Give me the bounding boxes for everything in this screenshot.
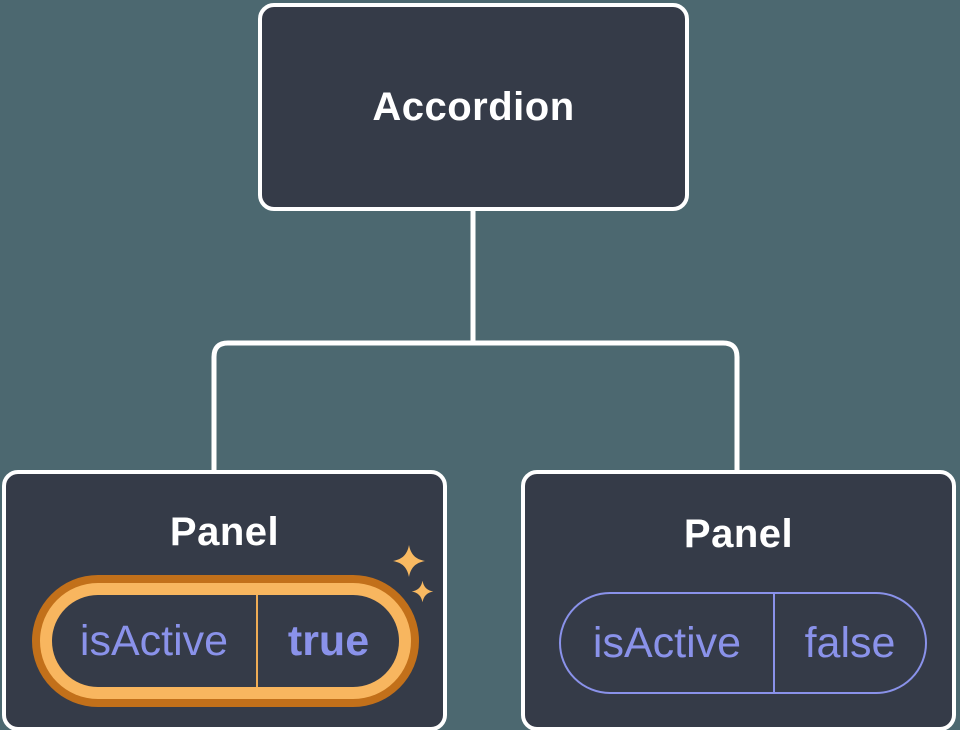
- accordion-node: Accordion: [258, 3, 689, 211]
- prop-pill-plain: isActive false: [559, 592, 927, 694]
- panel-node-label: Panel: [169, 510, 280, 554]
- panel-node-inactive: Panel isActive false: [521, 470, 956, 731]
- panel-node-label: Panel: [683, 512, 794, 556]
- prop-pill-divider: [773, 594, 775, 692]
- prop-pill-body: isActive true: [52, 595, 399, 687]
- prop-name: isActive: [592, 618, 742, 667]
- prop-pill-gold-ring: isActive true: [40, 583, 411, 699]
- prop-name: isActive: [79, 616, 229, 665]
- prop-pill-divider: [256, 595, 258, 687]
- prop-pill-highlighted: isActive true: [32, 575, 419, 707]
- accordion-node-label: Accordion: [372, 85, 575, 129]
- prop-value: true: [287, 616, 370, 665]
- panel-node-active: Panel isActive true: [2, 470, 447, 731]
- prop-value: false: [804, 618, 896, 667]
